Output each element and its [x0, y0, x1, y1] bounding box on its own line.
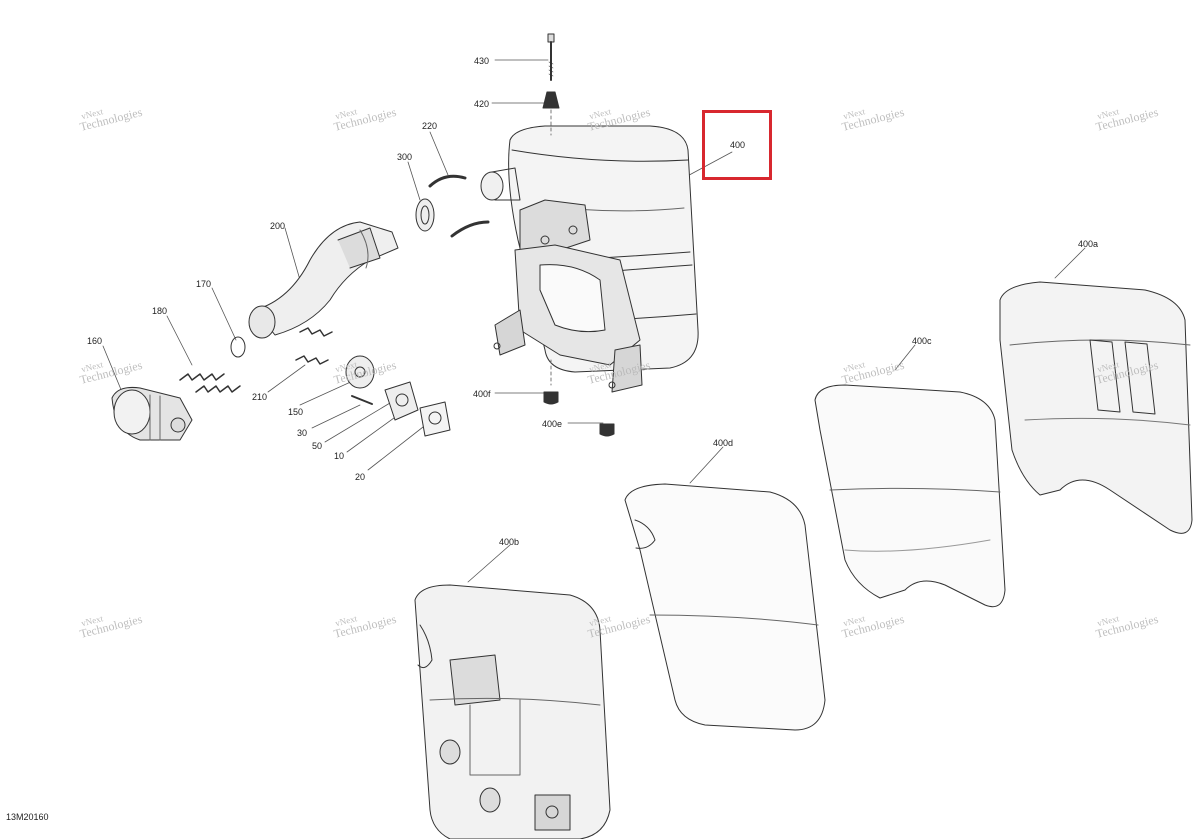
- callout-300: 300: [397, 152, 413, 162]
- spring-210: [295, 327, 333, 365]
- flange-10: [384, 381, 419, 421]
- bolt-430: [547, 33, 555, 81]
- heat-shield-400a: [999, 281, 1193, 534]
- callout-400a: 400a: [1078, 239, 1099, 249]
- callout-430: 430: [474, 56, 490, 66]
- foot-400f: [543, 359, 559, 405]
- exhaust-pipe-200: [248, 221, 399, 339]
- heat-shield-400c: [814, 384, 1006, 608]
- callout-20: 20: [355, 472, 366, 482]
- callout-220: 220: [422, 121, 438, 131]
- callout-400e: 400e: [542, 419, 563, 429]
- callout-200: 200: [270, 221, 286, 231]
- callout-180: 180: [152, 306, 168, 316]
- callout-150: 150: [288, 407, 304, 417]
- callout-160: 160: [87, 336, 103, 346]
- spring-170: [179, 373, 225, 381]
- callout-170: 170: [196, 279, 212, 289]
- callout-210: 210: [252, 392, 268, 402]
- callout-400c: 400c: [912, 336, 932, 346]
- drawing-code: 13M20160: [6, 812, 49, 822]
- callout-50: 50: [312, 441, 323, 451]
- clamp-220: [428, 174, 490, 238]
- gasket-20: [419, 401, 451, 437]
- callout-400d: 400d: [713, 438, 734, 448]
- flange-150: [345, 355, 375, 389]
- heat-shield-400b: [414, 584, 611, 839]
- highlight-box: [702, 110, 772, 180]
- ring-170: [230, 336, 246, 358]
- callout-30: 30: [297, 428, 308, 438]
- heat-shield-400d: [624, 483, 826, 731]
- spring-180: [195, 385, 241, 393]
- grommet-420: [542, 91, 560, 136]
- foot-400e: [599, 423, 615, 437]
- component-160: [111, 387, 193, 441]
- callout-420: 420: [474, 99, 490, 109]
- callout-10: 10: [334, 451, 345, 461]
- callout-400f: 400f: [473, 389, 491, 399]
- muffler-400: [480, 125, 699, 393]
- callout-400: 400: [730, 140, 746, 150]
- gasket-300: [415, 198, 435, 232]
- callout-400b: 400b: [499, 537, 520, 547]
- bolt-30: [351, 395, 373, 405]
